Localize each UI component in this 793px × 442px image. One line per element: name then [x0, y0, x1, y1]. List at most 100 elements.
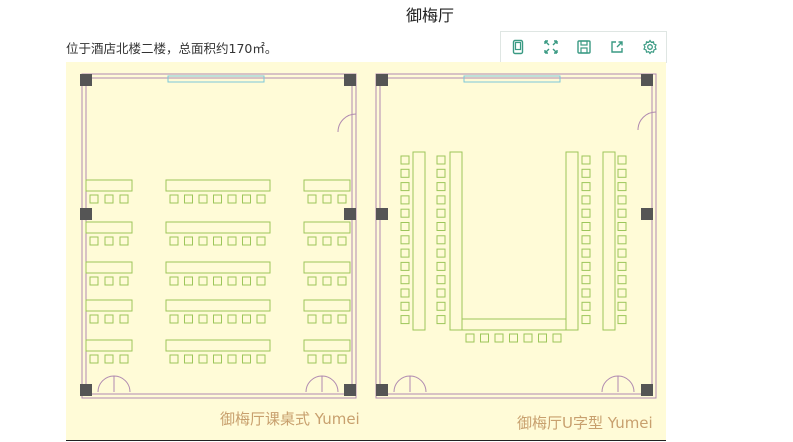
u-chair-inner-left: [436, 182, 446, 192]
desk-chair: [322, 354, 332, 364]
u-chair-bottom: [538, 333, 547, 343]
desk-chair: [227, 236, 237, 246]
desk-chair: [119, 276, 129, 286]
desk-chair: [104, 314, 114, 324]
desk-chair: [104, 354, 114, 364]
desk-chair: [184, 236, 193, 246]
desk-table: [303, 179, 351, 192]
classroom-layout-caption: 御梅厅课桌式 Yumei: [220, 410, 360, 428]
toolbar-button-settings[interactable]: [633, 32, 666, 62]
desk-chair: [256, 354, 266, 364]
u-chair-inner-left: [436, 275, 446, 285]
u-chair-inner-left: [436, 235, 446, 245]
desk-table: [165, 221, 271, 234]
desk-table: [85, 339, 133, 352]
u-chair-inner-left: [436, 168, 446, 178]
desk-chair: [242, 236, 251, 246]
desk-table: [165, 299, 271, 312]
u-chair-outer-right: [617, 208, 627, 218]
right-room-pillar: [376, 208, 388, 220]
desk-table: [303, 261, 351, 274]
desk-chair: [119, 314, 129, 324]
u-chair-outer-left: [400, 315, 410, 325]
desk-table: [303, 339, 351, 352]
desk-table: [303, 221, 351, 234]
u-chair-outer-left: [400, 182, 410, 192]
toolbar-button-save[interactable]: [567, 32, 600, 62]
u-chair-outer-left: [400, 275, 410, 285]
u-chair-outer-right: [617, 288, 627, 298]
page-title: 御梅厅: [406, 6, 455, 25]
desk-chair: [104, 276, 114, 286]
u-chair-outer-right: [617, 195, 627, 205]
u-chair-outer-right: [617, 248, 627, 258]
u-chair-inner-right: [581, 155, 591, 165]
toolbar-button-fullscreen[interactable]: [534, 32, 567, 62]
desk-chair: [184, 194, 193, 204]
left-room-outer-wall: [81, 73, 357, 399]
right-room-door: [393, 375, 427, 393]
desk-chair: [322, 314, 332, 324]
desk-table: [85, 261, 133, 274]
u-chair-outer-left: [400, 208, 410, 218]
desk-chair: [89, 194, 99, 204]
u-chair-outer-right: [617, 261, 627, 271]
desk-chair: [198, 314, 208, 324]
desk-chair: [198, 236, 208, 246]
desk-table: [85, 299, 133, 312]
u-chair-inner-right: [581, 182, 591, 192]
u-chair-inner-right: [581, 208, 591, 218]
desk-chair: [89, 236, 99, 246]
right-room-door: [601, 375, 635, 393]
u-chair-inner-left: [436, 288, 446, 298]
u-chair-bottom: [465, 333, 475, 343]
right-room-pillar: [641, 74, 653, 86]
desk-chair: [242, 314, 251, 324]
toolbar-button-phone[interactable]: [501, 32, 534, 62]
desk-chair: [227, 354, 237, 364]
desk-chair: [242, 354, 251, 364]
desk-chair: [337, 276, 347, 286]
desk-chair: [89, 314, 99, 324]
desk-chair: [337, 236, 347, 246]
right-room-pillar: [376, 384, 388, 396]
desk-chair: [198, 276, 208, 286]
toolbar-button-share[interactable]: [600, 32, 633, 62]
u-chair-outer-left: [400, 155, 410, 165]
desk-chair: [119, 354, 129, 364]
left-room-pillar: [344, 384, 356, 396]
desk-chair: [227, 314, 237, 324]
share-icon: [610, 41, 623, 53]
desk-chair: [256, 194, 266, 204]
u-chair-inner-left: [436, 155, 446, 165]
gear-icon: [642, 39, 657, 55]
u-chair-bottom: [523, 333, 533, 343]
desk-table: [85, 179, 133, 192]
desk-chair: [307, 194, 317, 204]
u-chair-inner-left: [436, 301, 446, 311]
u-chair-outer-left: [400, 222, 410, 231]
desk-chair: [213, 276, 222, 286]
u-chair-inner-left: [436, 195, 446, 205]
u-chair-outer-left: [400, 288, 410, 298]
u-table-inner-right: [565, 151, 579, 331]
left-room-pillar: [344, 208, 356, 220]
desk-chair: [322, 276, 332, 286]
u-chair-outer-right: [617, 222, 627, 231]
u-chair-inner-right: [581, 168, 591, 178]
floor-plan-image: 御梅厅课桌式 Yumei 御梅厅U字型 Yumei: [66, 62, 666, 440]
u-table-bottom: [461, 318, 567, 331]
desk-chair: [307, 314, 317, 324]
u-table-outer-right: [602, 151, 616, 331]
u-chair-inner-right: [581, 248, 591, 258]
u-table-inner-left: [449, 151, 463, 331]
right-room-pillar: [641, 208, 653, 220]
u-table-outer-left: [412, 151, 426, 331]
plan-bottom-border: [66, 440, 666, 441]
desk-chair: [104, 194, 114, 204]
left-room-door: [97, 375, 131, 393]
u-chair-bottom: [552, 333, 562, 343]
desk-chair: [307, 276, 317, 286]
desk-chair: [242, 194, 251, 204]
u-chair-outer-right: [617, 275, 627, 285]
